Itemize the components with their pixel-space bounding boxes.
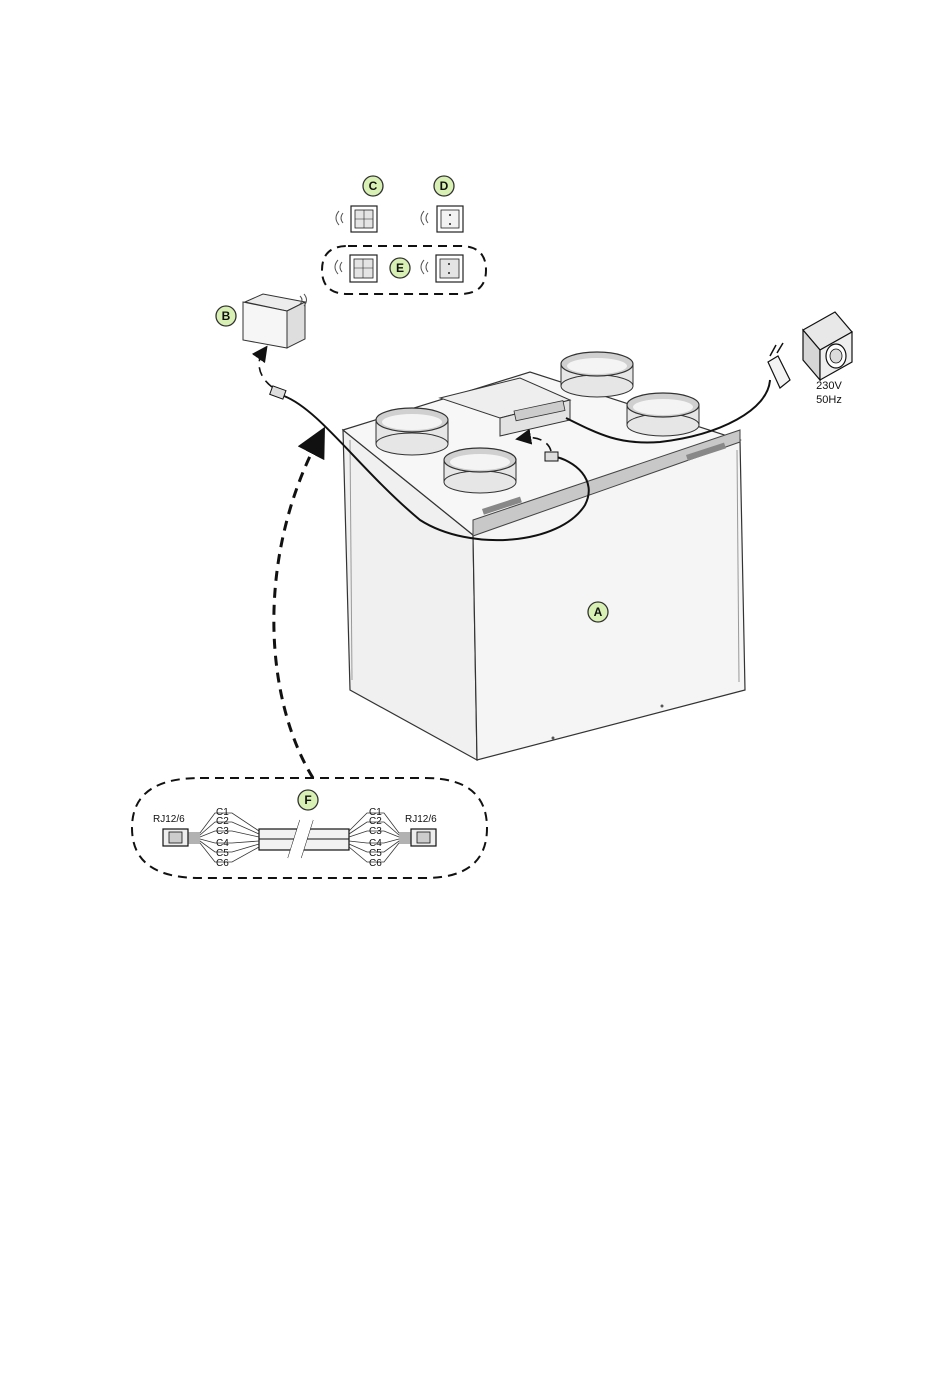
svg-text:C: C (369, 179, 378, 193)
svg-text:E: E (396, 261, 404, 275)
signal-icon (336, 211, 343, 225)
wall-socket (803, 312, 852, 380)
right-connector-label: RJ12/6 (405, 814, 437, 825)
svg-text:F: F (304, 793, 311, 807)
plug-b-dashed-link (259, 352, 272, 387)
signal-icon (421, 260, 428, 274)
svg-text:B: B (222, 309, 231, 323)
duct-front-center (444, 448, 516, 493)
label-f: F (298, 790, 318, 810)
remote-switch-e-left (335, 255, 377, 282)
label-e: E (390, 258, 410, 278)
wire-label: C3 (369, 826, 382, 837)
rj-plug-control-box (545, 452, 558, 461)
wire-labels-left: C1 C2 C3 C4 C5 C6 (216, 807, 229, 869)
rj-plug-top (270, 386, 286, 399)
signal-icon (335, 260, 342, 274)
wire-label: C6 (369, 858, 382, 869)
cable-detail-arrow (274, 440, 318, 778)
left-connector-label: RJ12/6 (153, 814, 185, 825)
svg-text:A: A (594, 605, 603, 619)
duct-right (627, 393, 699, 436)
power-voltage: 230V (816, 380, 842, 392)
rj12-connector-right (411, 829, 436, 846)
label-c: C (363, 176, 383, 196)
duct-front-left (376, 408, 448, 455)
ventilation-unit: A (343, 352, 745, 760)
duct-back-right (561, 352, 633, 397)
power-plug (768, 343, 790, 388)
wireless-receiver (243, 294, 307, 348)
svg-text:D: D (440, 179, 449, 193)
signal-icon (421, 211, 428, 225)
label-d: D (434, 176, 454, 196)
flat-cable-body (259, 820, 349, 858)
wire-label: C6 (216, 858, 229, 869)
remote-switch-d (421, 206, 463, 232)
remote-switch-e-right (421, 255, 463, 282)
label-a: A (588, 602, 608, 622)
remote-switch-c (336, 206, 377, 232)
label-b: B (216, 306, 236, 326)
wire-label: C3 (216, 826, 229, 837)
power-frequency: 50Hz (816, 394, 842, 406)
wire-labels-right: C1 C2 C3 C4 C5 C6 (369, 807, 382, 869)
rj12-connector-left (163, 829, 188, 846)
